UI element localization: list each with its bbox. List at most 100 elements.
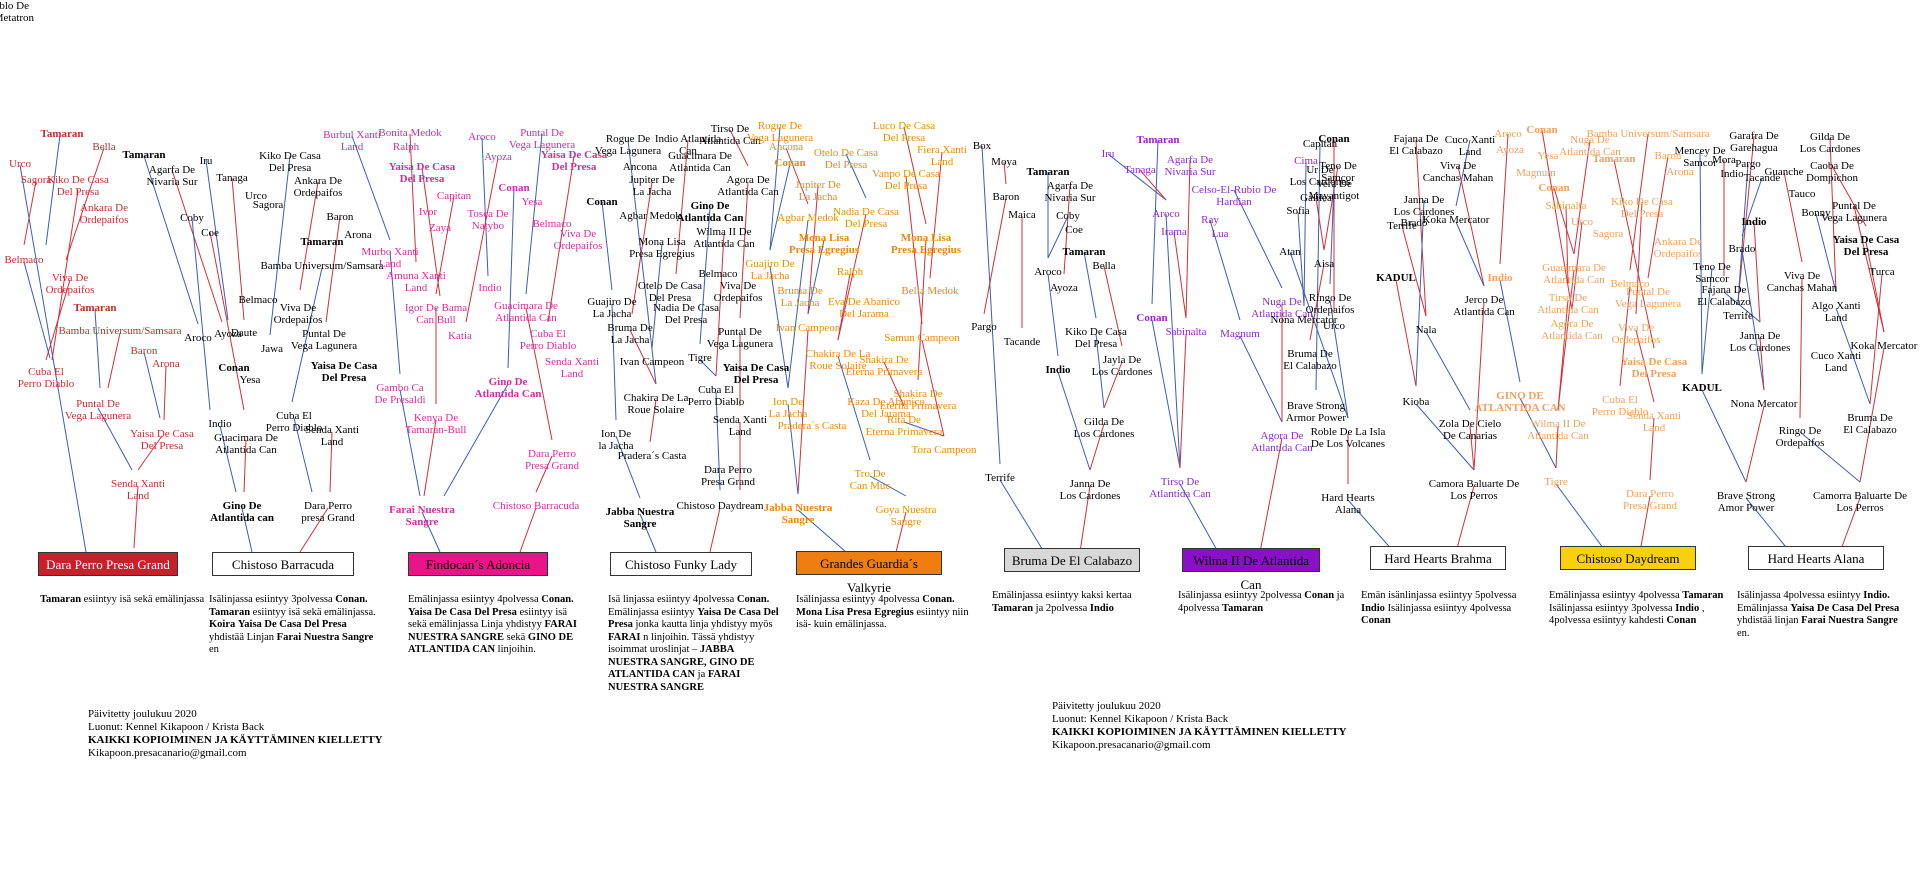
note-fragment: Tamaran <box>1682 590 1724 601</box>
pedigree-connector <box>507 187 515 369</box>
note-fragment: Emälinjassa esiintyy 4polvessa <box>408 594 539 605</box>
note-fragment: Yaisa De Casa Del Presa <box>1790 602 1900 614</box>
dog-name: Conan <box>1538 182 1570 194</box>
pedigree-connector <box>1723 291 1761 323</box>
note-fragment: Isä linjassa esiintyy 4polvessa <box>608 594 735 605</box>
dog-name: Ayoza <box>1050 282 1078 294</box>
pedigree-connector <box>1613 159 1655 349</box>
dog-name: Bamba Universum/Samsara <box>1586 128 1710 140</box>
pedigree-connector <box>23 261 51 359</box>
dog-name: Ivor <box>418 206 438 218</box>
pedigree-connector <box>1107 153 1167 201</box>
dog-name: Indio <box>478 282 502 294</box>
footer-right: Päivitetty joulukuu 2020 Luonut: Kennel … <box>1052 700 1347 752</box>
note-fragment: JABBA NUESTRA SANGRE, GINO DE ATLANTIDA … <box>608 644 755 680</box>
dog-name: Coe <box>1065 224 1083 236</box>
pedigree-connector <box>1179 333 1187 469</box>
pedigree-connector <box>1047 215 1069 259</box>
dog-name: Belmaco <box>4 254 44 266</box>
dog-name: Tanaga <box>1124 164 1156 176</box>
pedigree-connector <box>443 383 509 497</box>
dog-name: KADUL <box>1376 272 1416 284</box>
note-fragment: Koira <box>209 619 236 630</box>
pedigree-connector <box>1457 165 1485 287</box>
dog-name: Aisa <box>1313 258 1335 270</box>
note-fragment: Emälinjassa <box>1737 602 1788 614</box>
dog-name: Aroco <box>1494 128 1522 140</box>
note-fragment: Isälinjassa esiintyy 3polvessa <box>209 594 333 605</box>
dog-name: Terrife <box>1387 220 1417 232</box>
footer-line: Luonut: Kennel Kikapoon / Krista Back <box>88 721 265 733</box>
dog-name: Conan <box>218 362 250 374</box>
dog-name: Ayoza <box>484 151 512 163</box>
dog-name: Guanche <box>1764 166 1804 178</box>
pedigree-connector <box>1179 483 1219 553</box>
pedigree-connector <box>729 129 749 167</box>
pedigree-connector <box>1003 161 1007 185</box>
dog-name: Tamaran <box>300 236 344 248</box>
pedigree-connector <box>807 239 825 315</box>
pedigree-connector <box>627 139 657 385</box>
pedigree-connector <box>143 155 199 325</box>
note-fragment: ja 2polvessa <box>1035 602 1088 614</box>
pedigree-connector <box>1869 273 1883 405</box>
dog-name: Maica <box>1008 209 1036 221</box>
pedigree-connector <box>45 134 61 246</box>
pedigree-connector <box>1649 417 1655 481</box>
dog-name: Baron <box>326 211 354 223</box>
dog-name: Moya <box>991 156 1017 168</box>
pedigree-connector <box>1425 331 1471 411</box>
dog-name: Pradera´s Casta <box>617 450 687 462</box>
dog-name: Tamaran <box>1592 153 1636 165</box>
dog-name: Koka Mercator <box>1850 340 1918 352</box>
pedigree-connector <box>519 507 537 553</box>
dog-name: Tauco <box>1788 188 1816 200</box>
pedigree-connector <box>869 475 907 497</box>
footer-line: Päivitetty joulukuu 2020 <box>1052 700 1161 712</box>
pedigree-connector <box>1103 265 1123 347</box>
dog-name: Coby <box>1056 210 1080 222</box>
dog-name: Coby <box>180 212 204 224</box>
pedigree-connector <box>903 126 927 225</box>
pedigree-connector <box>45 279 71 361</box>
dog-name: Iru <box>199 155 213 167</box>
litter-description: Isä linjassa esiintyy 4polvessa Conan. E… <box>608 594 783 694</box>
note-fragment: sekä <box>506 631 526 643</box>
pedigree-connector <box>715 233 725 377</box>
pedigree-connector <box>1859 347 1885 483</box>
pedigree-connector <box>389 251 401 375</box>
pedigree-connector <box>769 163 791 251</box>
pedigree-connector <box>905 175 923 325</box>
note-fragment: Tässä yhdistyy isoimmat uroslinjat – <box>608 631 755 656</box>
